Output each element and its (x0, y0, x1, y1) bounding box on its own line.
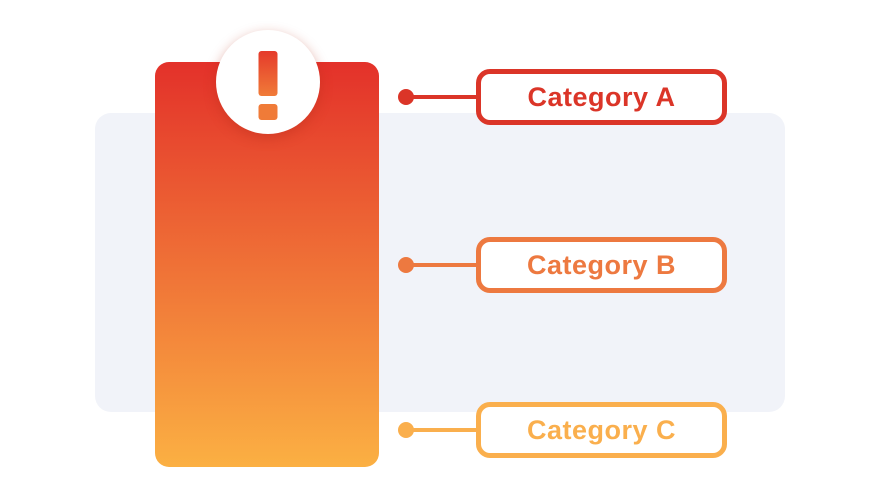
callout-category-a: Category A (398, 69, 728, 125)
category-label-box: Category B (476, 237, 727, 293)
category-label: Category A (527, 81, 676, 112)
exclamation-stem (258, 51, 278, 96)
category-label: Category B (526, 249, 677, 280)
category-label-box: Category A (476, 69, 727, 125)
exclamation-icon (216, 30, 320, 134)
connector-line (406, 95, 480, 99)
category-label-box: Category C (476, 402, 727, 458)
connector-line (406, 428, 480, 432)
callout-category-c: Category C (398, 402, 728, 458)
alert-badge (216, 30, 320, 134)
callout-category-b: Category B (398, 237, 728, 293)
category-label: Category C (526, 414, 677, 445)
connector-line (406, 263, 480, 267)
exclamation-dot (258, 104, 278, 120)
